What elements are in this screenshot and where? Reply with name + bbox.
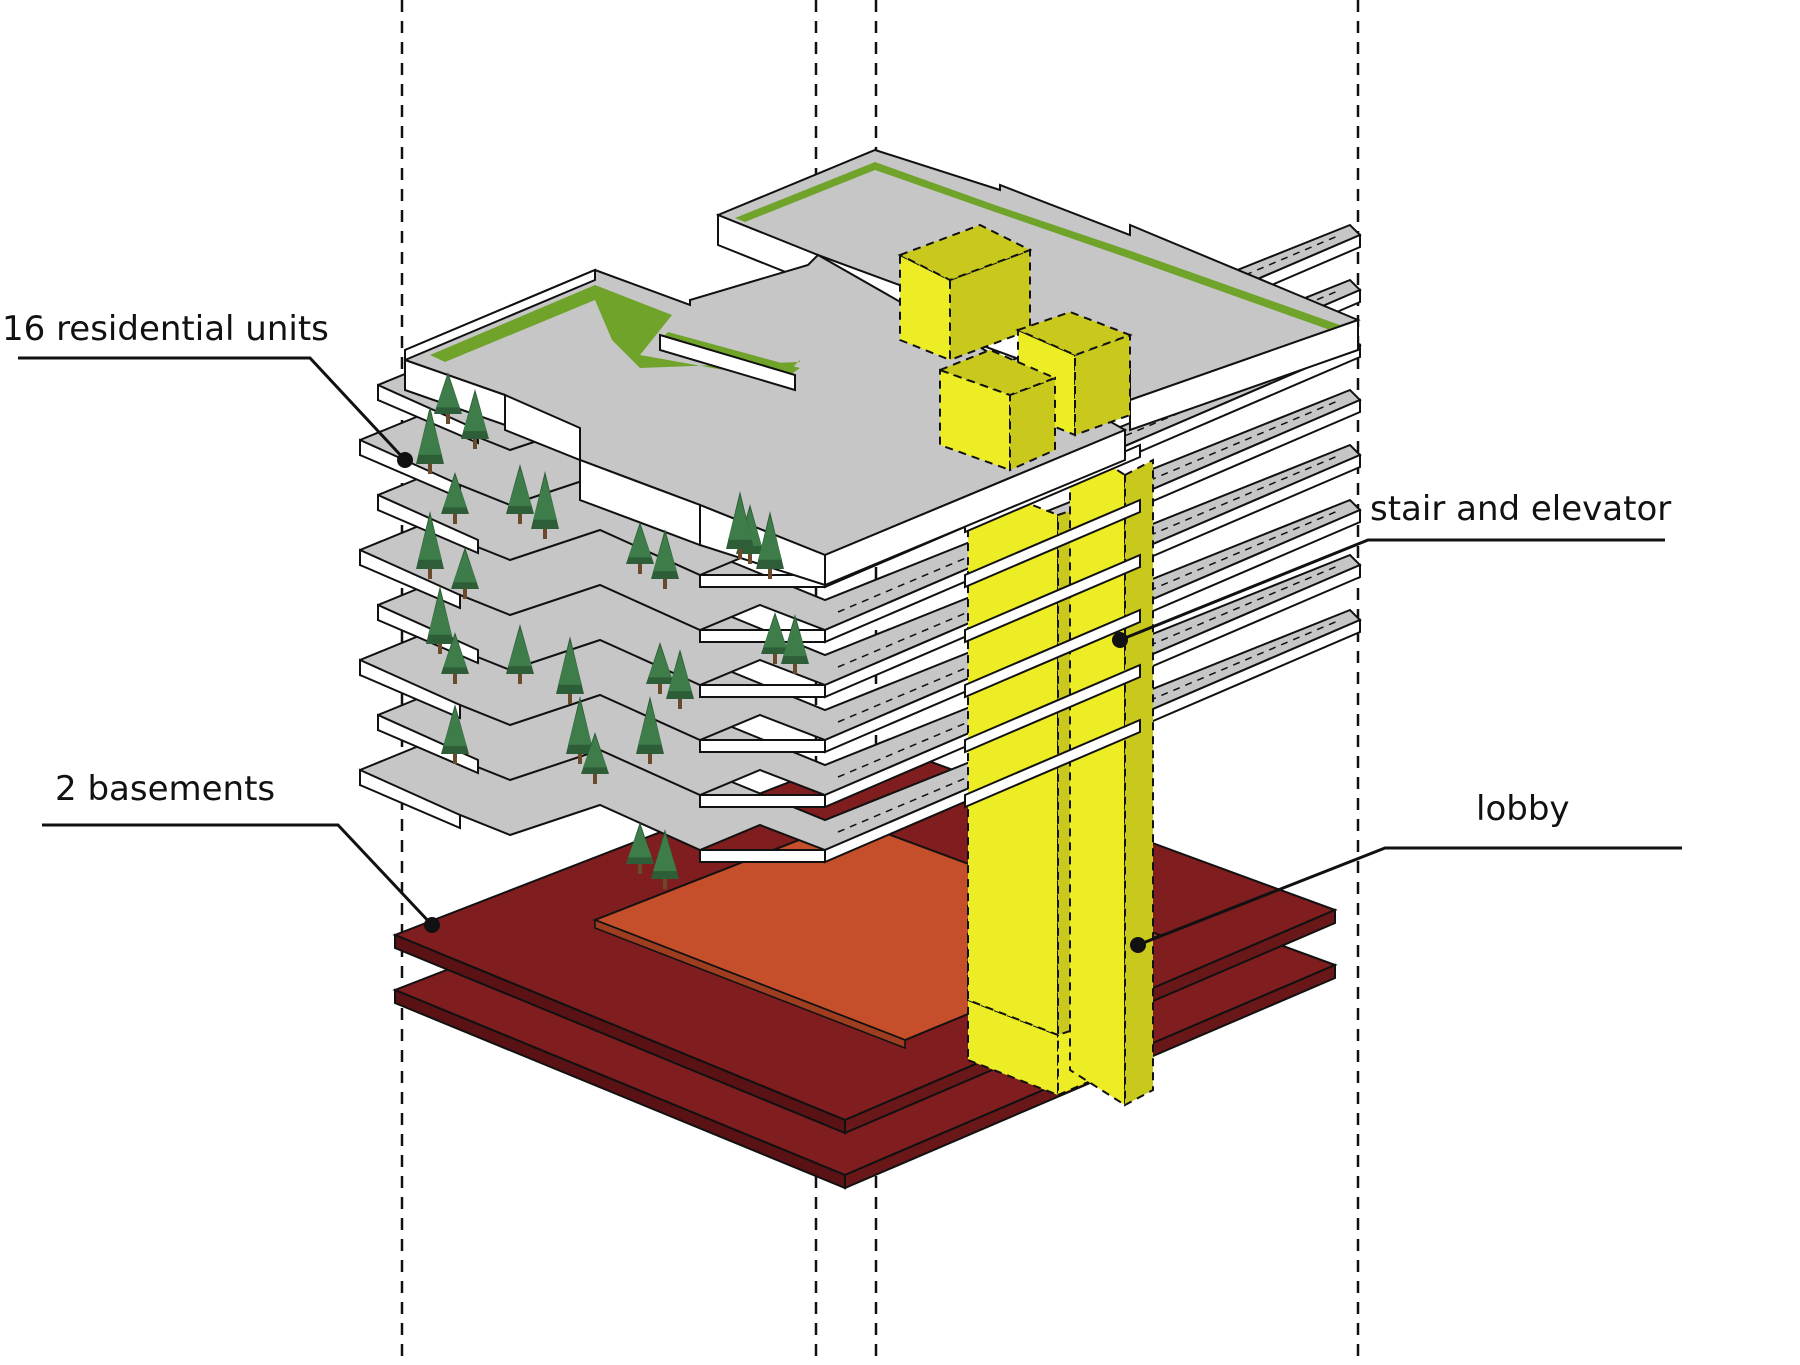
tree-icon — [506, 624, 534, 684]
floor-slab-edge — [699, 849, 826, 863]
tree-icon — [441, 472, 469, 524]
leader-stair — [1119, 538, 1665, 642]
leader-residential — [18, 356, 407, 462]
tree-icon — [581, 732, 609, 784]
leader-lobby — [1137, 846, 1682, 947]
core-slab-band — [964, 553, 1141, 644]
tree-icon — [531, 471, 559, 539]
tree-icon — [626, 522, 654, 574]
tree-icon — [416, 406, 444, 474]
tree-icon — [426, 586, 454, 654]
tree-icon — [416, 511, 444, 579]
tree-icon — [726, 491, 754, 559]
leader-dot-icon — [1130, 937, 1146, 953]
core-slab-band — [964, 718, 1141, 809]
tree-icon — [434, 372, 462, 424]
core-slab-band — [964, 608, 1141, 699]
tree-icon — [461, 389, 489, 449]
tree-icon — [651, 529, 679, 589]
tree-icon — [651, 829, 679, 889]
floor-slab-edge — [359, 768, 461, 830]
leader-dots — [397, 452, 1146, 953]
floor-slab-edge — [377, 383, 479, 445]
tree-icon — [761, 612, 789, 664]
leader-dot-icon — [424, 917, 440, 933]
trees — [416, 372, 809, 889]
floor-slab-edge — [699, 739, 826, 753]
stair-elevator-core — [964, 333, 1154, 1107]
label-stair-elevator: stair and elevator — [1370, 489, 1671, 529]
tree-icon — [646, 642, 674, 694]
tree-icon — [756, 511, 784, 579]
tree-icon — [506, 464, 534, 524]
floor-slab-edge — [359, 658, 461, 720]
tree-icon — [666, 649, 694, 709]
leader-basements — [42, 823, 434, 927]
label-lobby: lobby — [1476, 789, 1570, 829]
core-shaft-front — [1069, 438, 1126, 1107]
leader-dot-icon — [1112, 632, 1128, 648]
label-residential-units: 16 residential units — [2, 309, 329, 349]
tree-icon — [566, 696, 594, 764]
floor-slab-edge — [699, 794, 826, 808]
floor-slab-edge — [699, 684, 826, 698]
core-slab-band — [964, 498, 1141, 589]
tree-icon — [781, 614, 809, 674]
tree-icon — [451, 547, 479, 599]
floor-slab-edge — [699, 629, 826, 643]
leader-lines — [18, 356, 1682, 947]
tree-icon — [441, 632, 469, 684]
tree-icon — [636, 696, 664, 764]
label-basements: 2 basements — [55, 769, 275, 809]
core-top — [897, 223, 1133, 472]
tree-icon — [626, 822, 654, 874]
core-slab-band — [964, 663, 1141, 754]
floor-slab-edge — [359, 548, 461, 610]
tree-icon — [556, 636, 584, 704]
tree-icon — [441, 704, 469, 764]
leader-dot-icon — [397, 452, 413, 468]
